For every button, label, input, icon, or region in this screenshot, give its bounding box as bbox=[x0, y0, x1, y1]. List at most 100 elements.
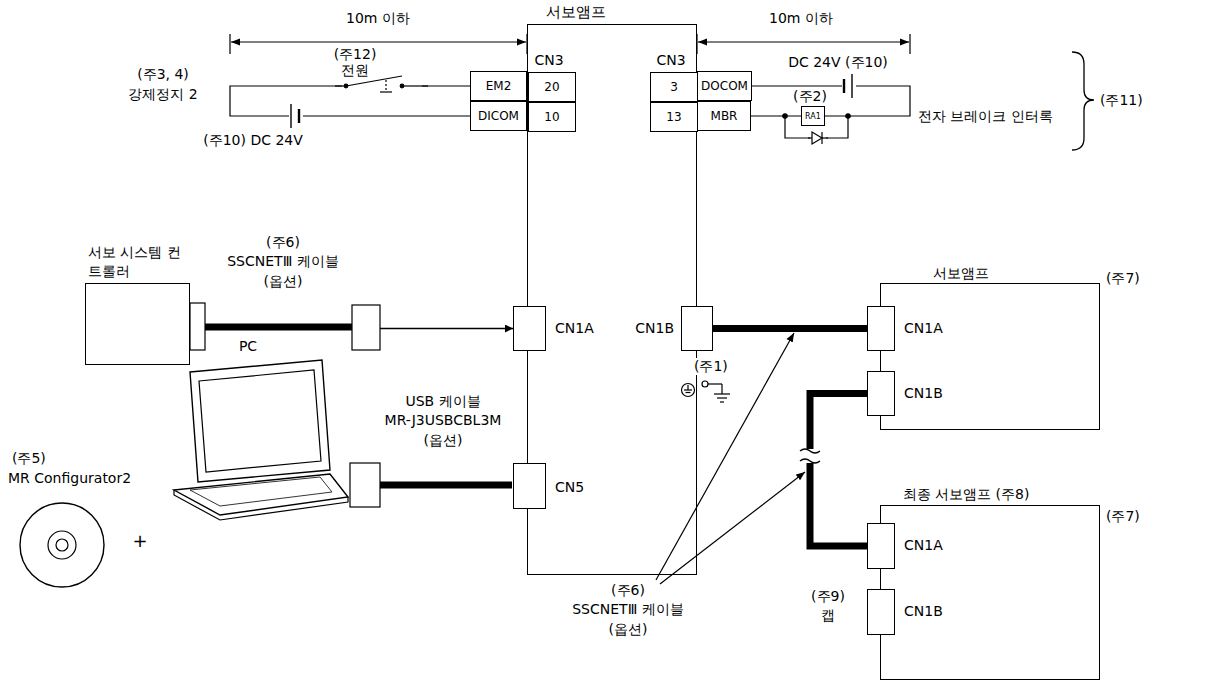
usb-plug bbox=[350, 463, 380, 507]
cable-plug bbox=[352, 305, 380, 350]
annotation-label: (주2) bbox=[791, 88, 829, 105]
annotation-label: SSCNETⅢ 케이블 bbox=[570, 601, 686, 618]
annotation-label: 10m 이하 bbox=[344, 10, 412, 27]
node-label: CN1A bbox=[555, 320, 594, 337]
annotation-label: (주10) DC 24V bbox=[201, 132, 305, 149]
battery-plate bbox=[298, 109, 300, 123]
node-label: CN1B bbox=[635, 320, 674, 337]
connector: CN1B bbox=[867, 371, 895, 416]
annotation-label: MR Configurator2 bbox=[6, 470, 133, 487]
node-label: 서보앰프 bbox=[933, 265, 989, 282]
controller-box: 서보 시스템 컨트롤러 bbox=[85, 283, 190, 365]
cd-ring bbox=[48, 531, 76, 559]
cable-break bbox=[800, 449, 820, 453]
controller-connector bbox=[190, 303, 205, 350]
node-label: 최종 서보앰프 (주8) bbox=[903, 486, 1030, 503]
node-label: CN1B bbox=[904, 603, 943, 620]
wire bbox=[752, 86, 910, 116]
pin-label: 3 bbox=[670, 80, 678, 95]
pin-label: EM2 bbox=[486, 79, 512, 94]
node-label: CN1B bbox=[904, 385, 943, 402]
pin-label: 10 bbox=[544, 110, 559, 125]
brace bbox=[1072, 52, 1094, 150]
annotation-label: (옵션) bbox=[607, 621, 650, 638]
connector: CN1A bbox=[513, 306, 546, 351]
emergency-stop-plunger bbox=[385, 80, 386, 92]
annotation-label: (주6) bbox=[264, 234, 302, 251]
annotation-label: 전자 브레이크 인터록 bbox=[916, 108, 1055, 125]
annotation-label: USB 케이블 bbox=[403, 393, 482, 410]
protective-earth-symbol bbox=[686, 392, 691, 393]
laptop-screen bbox=[190, 360, 330, 482]
wire bbox=[335, 85, 345, 86]
wire-gap bbox=[842, 80, 856, 92]
cable-break bbox=[800, 449, 820, 463]
ground-wire bbox=[721, 384, 722, 394]
ground-wire bbox=[708, 383, 722, 384]
annotation-label: (주5) bbox=[10, 450, 48, 467]
annotation-label: (주11) bbox=[1098, 92, 1145, 109]
signal-cell: EM2 bbox=[470, 71, 527, 101]
connector: CN5 bbox=[513, 463, 546, 509]
annotation-label: 캡 bbox=[819, 607, 837, 624]
pin-cell: 3 bbox=[650, 72, 698, 102]
pin-label: 20 bbox=[544, 80, 559, 95]
node-label: CN5 bbox=[555, 479, 584, 496]
annotation-label: (주3, 4) bbox=[135, 66, 191, 83]
connector: CN1A bbox=[867, 523, 895, 569]
pin-label: DICOM bbox=[478, 109, 519, 124]
sscnet-cable bbox=[205, 324, 352, 331]
wire bbox=[751, 115, 801, 116]
annotation-label: (주7) bbox=[1104, 508, 1142, 525]
wire bbox=[402, 85, 428, 86]
earth-symbol bbox=[720, 401, 724, 402]
annotation-label: (주6) bbox=[609, 582, 647, 599]
connector: CN1B bbox=[867, 589, 895, 635]
cable-break bbox=[800, 459, 820, 463]
servo-amp-box: 서보앰프CN1ACN1B bbox=[880, 283, 1100, 430]
earth-symbol bbox=[717, 397, 727, 398]
leader-line bbox=[656, 333, 794, 580]
annotation-label: SSCNETⅢ 케이블 bbox=[225, 253, 341, 270]
annotation-label: 10m 이하 bbox=[767, 10, 835, 27]
dimension-line bbox=[698, 41, 909, 42]
signal-cell: MBR bbox=[697, 101, 751, 131]
usb-cable bbox=[380, 482, 512, 489]
junction-dot bbox=[846, 114, 850, 118]
annotation-label: + bbox=[130, 530, 149, 552]
node-label: CN1A bbox=[904, 537, 943, 554]
leader-line bbox=[660, 472, 805, 584]
annotation-label: MR-J3USBCBL3M bbox=[383, 412, 504, 429]
annotation-label: (주7) bbox=[1104, 270, 1142, 287]
annotation-label: 강제정지 2 bbox=[126, 86, 199, 103]
connector: CN1A bbox=[867, 306, 895, 351]
protective-earth-symbol bbox=[684, 389, 692, 390]
dimension-tick bbox=[909, 34, 910, 54]
diode-wire bbox=[808, 137, 812, 138]
battery-plate bbox=[290, 104, 291, 128]
cd-disc bbox=[20, 503, 104, 587]
junction-dot bbox=[783, 114, 787, 118]
annotation-label: 전원 bbox=[339, 62, 371, 79]
pin-label: DOCOM bbox=[701, 79, 748, 94]
switch-contact bbox=[400, 84, 404, 88]
annotation-label: PC bbox=[237, 338, 259, 355]
diode-wire bbox=[822, 137, 828, 138]
final-servo-amp-box: 최종 서보앰프 (주8)CN1ACN1B bbox=[880, 505, 1100, 680]
annotation-label: CN3 bbox=[532, 52, 565, 69]
protective-earth-symbol bbox=[682, 384, 695, 397]
annotation-label: (옵션) bbox=[422, 432, 465, 449]
cd-hole bbox=[56, 539, 68, 551]
pin-cell: 10 bbox=[528, 102, 576, 132]
signal-cell: DOCOM bbox=[697, 71, 752, 101]
pin-cell: 20 bbox=[528, 72, 576, 102]
node-label: 서보 시스템 컨트롤러 bbox=[88, 243, 188, 281]
relay-coil: RA1 bbox=[801, 106, 825, 126]
node-label: 서보앰프 bbox=[546, 4, 606, 21]
battery-plate bbox=[851, 74, 852, 98]
laptop-base-edge bbox=[174, 490, 348, 520]
dimension-tick bbox=[229, 34, 230, 54]
ground-terminal bbox=[702, 381, 708, 387]
